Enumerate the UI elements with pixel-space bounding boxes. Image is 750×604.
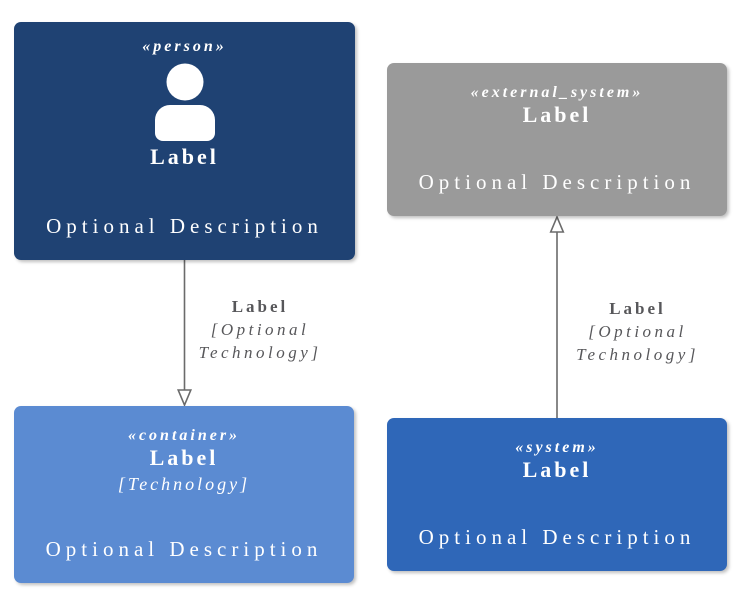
- person-icon: [154, 63, 215, 141]
- arrowhead-down-icon: [176, 389, 193, 408]
- edge-label-technology: [Optional Technology]: [198, 320, 322, 362]
- system-stereotype: «system»: [515, 439, 599, 456]
- system-label: Label: [522, 457, 592, 482]
- arrowhead-up-icon: [549, 214, 565, 233]
- edge-label-person-to-container: Label [Optional Technology]: [185, 296, 335, 364]
- node-system: «system» Label Optional Description: [387, 418, 727, 571]
- person-description: Optional Description: [46, 214, 323, 238]
- system-description: Optional Description: [418, 525, 696, 549]
- external-system-description: Optional Description: [418, 170, 696, 194]
- container-description: Optional Description: [45, 537, 323, 561]
- edge-label-name: Label: [609, 299, 666, 318]
- external-system-label: Label: [522, 102, 592, 127]
- edge-label-technology: [Optional Technology]: [576, 322, 699, 364]
- edge-label-system-to-external-system: Label [Optional Technology]: [560, 298, 715, 366]
- node-container: «container» Label [Technology] Optional …: [14, 406, 354, 583]
- container-technology: [Technology]: [117, 474, 251, 494]
- person-stereotype: «person»: [142, 38, 227, 55]
- external-system-stereotype: «external_system»: [470, 84, 644, 101]
- node-person: «person» Label Optional Description: [14, 22, 355, 260]
- node-external-system: «external_system» Label Optional Descrip…: [387, 63, 727, 216]
- container-label: Label: [149, 445, 219, 470]
- person-label: Label: [150, 144, 219, 169]
- container-stereotype: «container»: [127, 427, 241, 444]
- edge-label-name: Label: [231, 297, 289, 316]
